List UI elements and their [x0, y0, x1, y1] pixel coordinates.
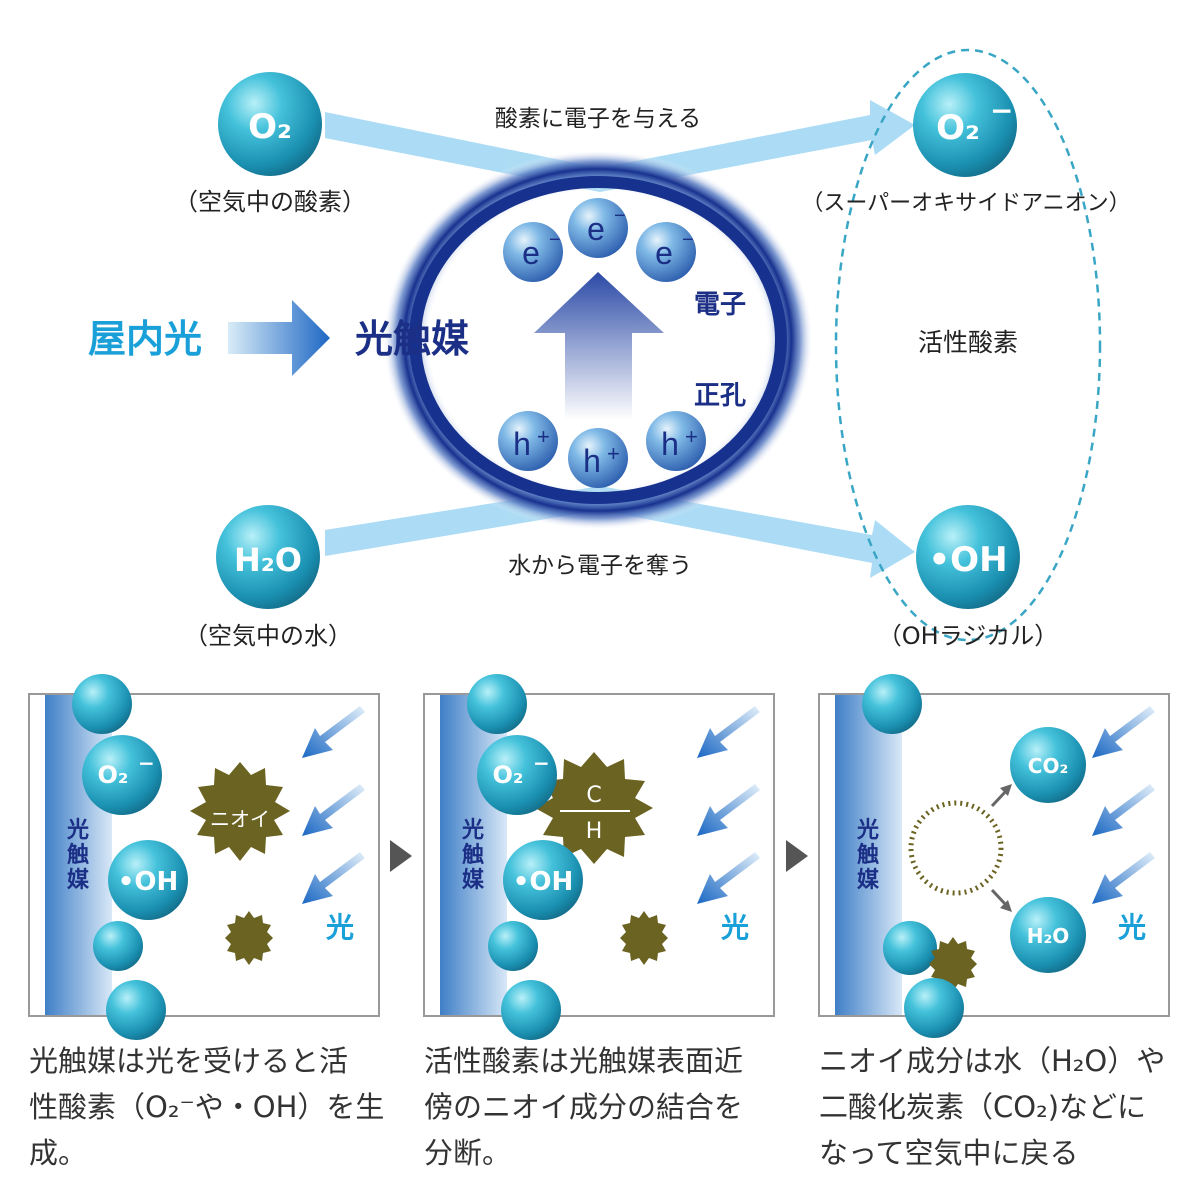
svg-text:CO₂: CO₂ — [1028, 754, 1068, 778]
svg-text:•OH: •OH — [928, 540, 1007, 580]
svg-text:O₂: O₂ — [248, 107, 292, 147]
svg-text:−: − — [614, 205, 626, 227]
light-arrows — [697, 706, 760, 904]
svg-text:+: + — [537, 424, 550, 449]
light-arrows — [1092, 706, 1155, 904]
panel-1-caption: 光触媒は光を受けると活 性酸素（O₂⁻や・OH）を生 成。 — [29, 1044, 385, 1170]
svg-text:−: − — [549, 229, 561, 251]
svg-text:O₂: O₂ — [493, 761, 524, 789]
superoxide-caption: （スーパーオキサイドアニオン） — [801, 191, 1130, 216]
svg-text:触: 触 — [462, 842, 484, 868]
odor-particle-small — [225, 911, 273, 965]
panel-3: 光 触 媒 CO₂ H₂O 光 — [818, 674, 1170, 1038]
svg-text:触: 触 — [67, 842, 89, 868]
svg-text:光: 光 — [66, 818, 89, 843]
svg-text:光: 光 — [720, 911, 749, 944]
svg-text:•OH: •OH — [513, 867, 573, 897]
svg-text:+: + — [607, 441, 620, 466]
give-electron-label: 酸素に電子を与える — [495, 106, 701, 132]
svg-text:h: h — [583, 443, 601, 479]
h2o-caption: （空気中の水） — [184, 622, 352, 650]
panel-3-caption: ニオイ成分は水（H₂O）や 二酸化炭素（CO₂)などに なって空気中に戻る — [819, 1044, 1166, 1170]
electron-3: e − — [636, 222, 696, 282]
svg-text:媒: 媒 — [67, 867, 90, 893]
odor-particle — [190, 762, 290, 861]
o2-caption: （空気中の酸素） — [174, 188, 366, 216]
panel-2: O₂ − C H •OH 光 触 媒 光 — [423, 674, 775, 1040]
indoor-light-label: 屋内光 — [88, 317, 202, 361]
hole-3: h + — [646, 411, 706, 471]
electron-1: e − — [503, 222, 563, 282]
electron-2: e − — [568, 198, 628, 258]
svg-text:H₂O: H₂O — [234, 541, 302, 579]
oh-radical-caption: （OHラジカル） — [878, 622, 1058, 650]
svg-text:−: − — [990, 94, 1013, 127]
active-oxygen-group — [834, 48, 1102, 642]
svg-text:C: C — [586, 783, 601, 808]
svg-text:h: h — [513, 426, 531, 462]
svg-text:O₂: O₂ — [98, 761, 129, 789]
take-electron-label: 水から電子を奪う — [508, 553, 692, 579]
svg-text:•OH: •OH — [118, 867, 178, 897]
odor-particle-bond — [535, 752, 653, 864]
oh-radical-molecule: •OH — [916, 505, 1020, 609]
svg-text:+: + — [685, 424, 698, 449]
svg-text:−: − — [682, 229, 694, 251]
h2o-molecule: H₂O — [216, 505, 320, 609]
svg-text:O₂: O₂ — [936, 108, 980, 148]
decompose-arrows — [990, 784, 1012, 912]
step-arrow-2 — [786, 840, 808, 872]
svg-text:ニオイ: ニオイ — [210, 807, 270, 831]
active-oxygen-label: 活性酸素 — [918, 328, 1018, 357]
o2-molecule: O₂ — [218, 72, 322, 176]
svg-text:e: e — [655, 235, 673, 271]
hole-2: h + — [568, 428, 628, 488]
excitation-arrow — [534, 272, 664, 420]
svg-text:触: 触 — [857, 842, 879, 868]
odor-particle-small — [929, 937, 977, 991]
hole-1: h + — [498, 411, 558, 471]
dispersed-odor-ring — [908, 800, 1004, 896]
electron-label: 電子 — [694, 290, 746, 320]
step-arrow-1 — [390, 840, 412, 872]
panel-2-caption: 活性酸素は光触媒表面近 傍のニオイ成分の結合を 分断。 — [424, 1044, 744, 1170]
svg-text:e: e — [522, 235, 540, 271]
svg-text:e: e — [587, 211, 605, 247]
hole-label: 正孔 — [694, 381, 746, 411]
odor-particle-small — [620, 911, 668, 965]
svg-text:媒: 媒 — [462, 867, 485, 893]
svg-text:光: 光 — [1117, 911, 1146, 944]
svg-text:光: 光 — [856, 818, 879, 843]
svg-text:H₂O: H₂O — [1027, 924, 1070, 948]
light-arrows — [302, 706, 365, 904]
svg-text:h: h — [661, 426, 679, 462]
indoor-light-arrow — [228, 300, 330, 376]
svg-text:−: − — [138, 751, 155, 775]
superoxide-molecule: O₂ − — [913, 73, 1017, 177]
panel-1: O₂ − •OH 光 触 媒 ニオイ 光 — [28, 674, 380, 1040]
svg-text:媒: 媒 — [857, 867, 880, 893]
svg-text:−: − — [533, 751, 550, 775]
svg-text:光: 光 — [461, 818, 484, 843]
svg-text:H: H — [586, 819, 603, 844]
photocatalyst-label: 光触媒 — [355, 317, 469, 361]
svg-text:光: 光 — [325, 911, 354, 944]
